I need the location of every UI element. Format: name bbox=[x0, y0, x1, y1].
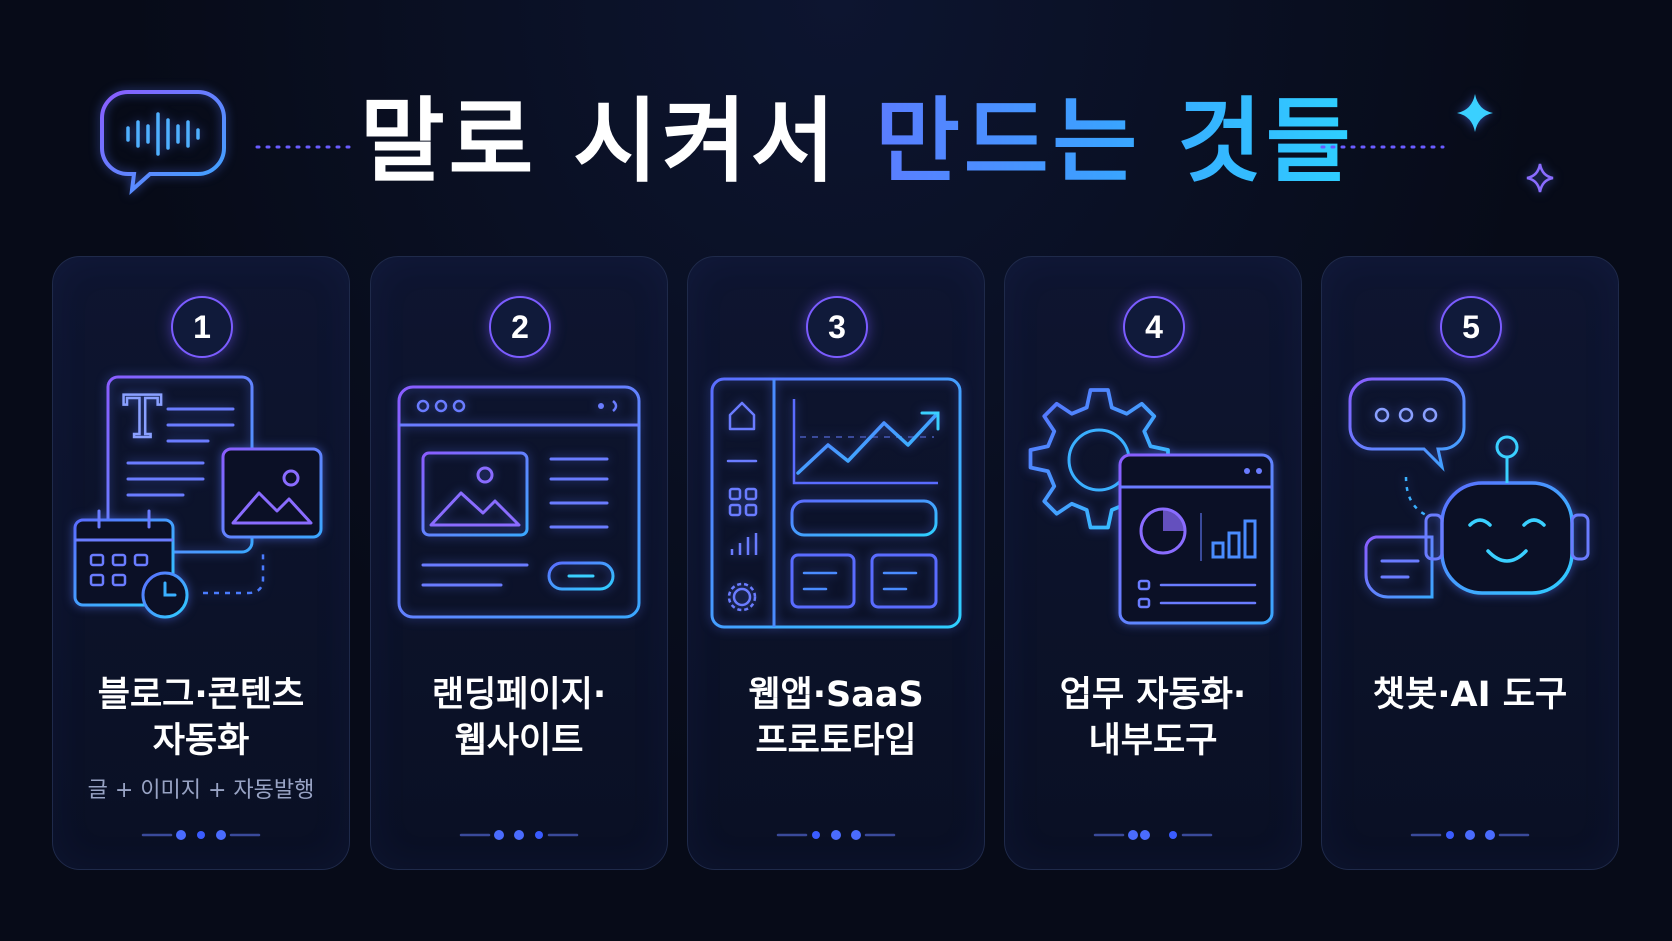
card-pager-dots bbox=[1093, 830, 1213, 840]
card-pager-dots bbox=[776, 830, 896, 840]
card-pager-dots bbox=[1410, 830, 1530, 840]
title-accent: 만드는 것들 bbox=[875, 88, 1355, 195]
card-pager-dots bbox=[459, 830, 579, 840]
card-number-badge: 1 bbox=[171, 296, 233, 358]
document-image-calendar-icon: T bbox=[73, 375, 323, 619]
chat-robot-icon bbox=[1348, 377, 1590, 599]
card-title: 웹앱·SaaS 프로토타입 bbox=[748, 675, 924, 761]
card-number-badge: 4 bbox=[1123, 296, 1185, 358]
card-landing-page-website[interactable]: 2 랜딩페이지· 웹사이트 bbox=[370, 256, 668, 870]
card-title: 랜딩페이지· 웹사이트 bbox=[431, 675, 607, 761]
card-webapp-saas-prototype[interactable]: 3 웹앱·SaaS 프로토타입 bbox=[687, 256, 985, 870]
svg-text:T: T bbox=[123, 383, 162, 451]
header-dotted-line-left bbox=[255, 145, 355, 149]
card-number-badge: 5 bbox=[1440, 296, 1502, 358]
page-title: 말로 시켜서 만드는 것들 bbox=[360, 82, 1355, 202]
sparkle-icon bbox=[1457, 94, 1554, 193]
card-number-badge: 3 bbox=[806, 296, 868, 358]
card-title: 챗봇·AI 도구 bbox=[1372, 675, 1568, 715]
card-chatbot-ai-tools[interactable]: 5 챗봇·AI 도구 bbox=[1321, 256, 1619, 870]
title-white: 말로 시켜서 bbox=[360, 88, 840, 195]
card-subtitle: 글 + 이미지 + 자동발행 bbox=[87, 778, 315, 803]
card-title: 블로그·콘텐츠 자동화 bbox=[97, 675, 305, 761]
card-work-automation-internal-tools[interactable]: 4 업무 자동화· 내부도구 bbox=[1004, 256, 1302, 870]
card-number-badge: 2 bbox=[489, 296, 551, 358]
header: 말로 시켜서 만드는 것들 bbox=[0, 0, 1672, 230]
card-title: 업무 자동화· 내부도구 bbox=[1059, 675, 1247, 761]
gear-window-chart-icon bbox=[1028, 388, 1274, 625]
dashboard-app-icon bbox=[710, 377, 962, 629]
card-blog-content-automation[interactable]: 1 T 블로그·콘텐츠 자동화 글 + 이미지 + 자동발행 bbox=[52, 256, 350, 870]
webpage-layout-icon bbox=[397, 385, 641, 619]
card-pager-dots bbox=[141, 830, 261, 840]
header-dotted-line-right bbox=[1320, 145, 1445, 149]
voice-chat-bubble-icon bbox=[100, 90, 226, 196]
